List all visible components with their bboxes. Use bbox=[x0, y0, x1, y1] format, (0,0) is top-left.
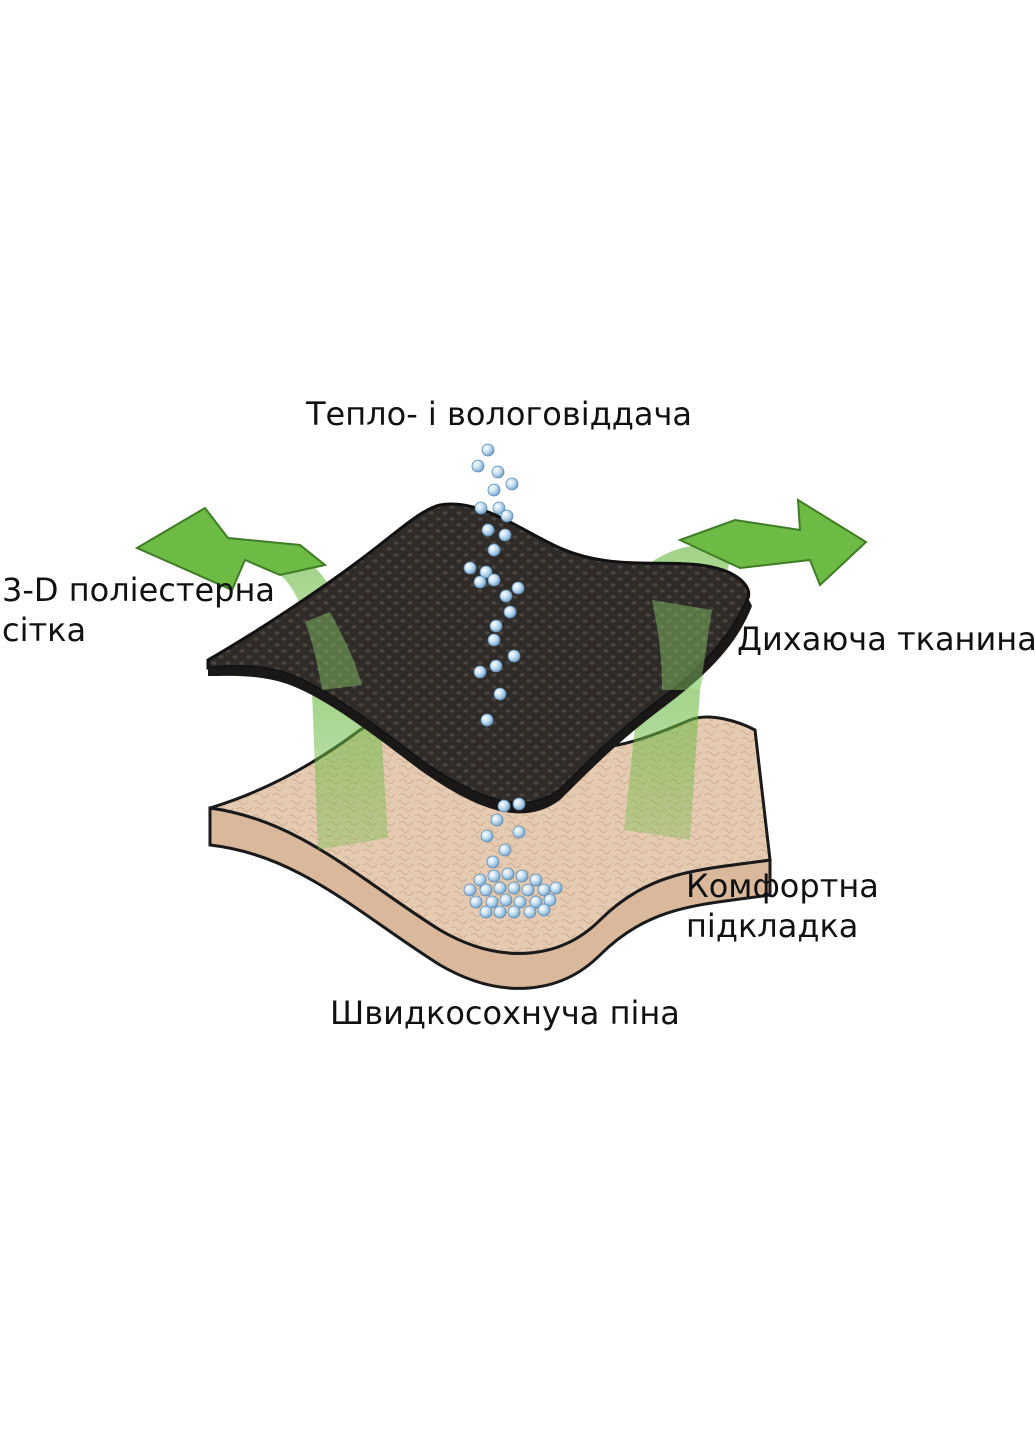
label-comfort-lining: Комфортна підкладка bbox=[686, 866, 879, 946]
label-right-text: Дихаюча тканина bbox=[737, 620, 1035, 658]
label-bottom-text: Швидкосохнуча піна bbox=[330, 994, 680, 1032]
label-left-line2: сітка bbox=[2, 611, 87, 649]
label-3d-polyester-mesh: 3-D поліестерна сітка bbox=[2, 570, 275, 650]
label-comfort-line2: підкладка bbox=[686, 907, 859, 945]
label-comfort-line1: Комфортна bbox=[686, 867, 879, 905]
water-droplets-icon bbox=[463, 443, 563, 919]
label-breathable-fabric: Дихаюча тканина bbox=[737, 619, 1035, 659]
label-heat-moisture-transfer: Тепло- і вологовіддача bbox=[306, 394, 692, 434]
airflow-overlay-icon bbox=[305, 600, 712, 690]
label-top-text: Тепло- і вологовіддача bbox=[306, 395, 692, 433]
label-left-line1: 3-D поліестерна bbox=[2, 571, 276, 609]
mesh-sheet-icon bbox=[206, 502, 752, 814]
label-quick-dry-foam: Швидкосохнуча піна bbox=[330, 993, 680, 1033]
